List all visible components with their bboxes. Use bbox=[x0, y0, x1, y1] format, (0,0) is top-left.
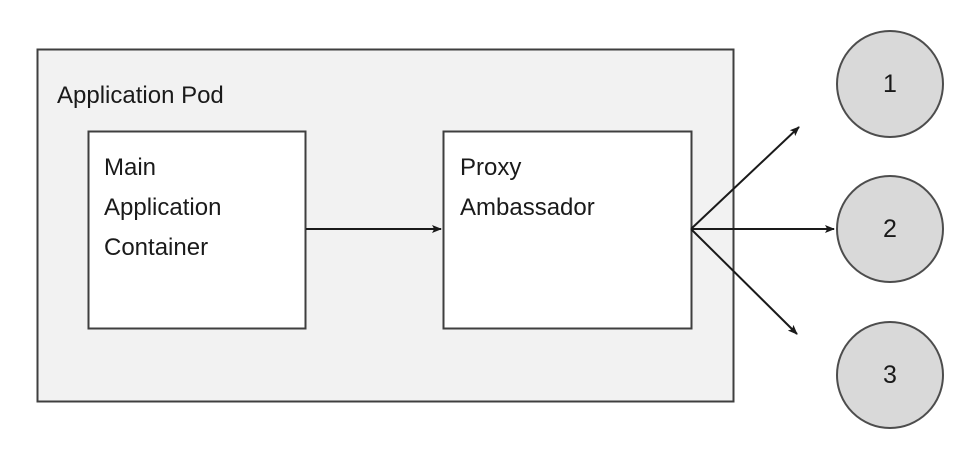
proxy-ambassador-container-box[interactable] bbox=[442, 130, 693, 330]
proxy-to-service-1-arrow bbox=[690, 126, 800, 230]
proxy-ambassador-container-label: Proxy Ambassador bbox=[460, 154, 595, 221]
service-1-circle[interactable] bbox=[836, 30, 944, 138]
service-3-label: 3 bbox=[883, 361, 897, 389]
application-pod-label: Application Pod bbox=[57, 82, 224, 109]
service-2-label: 2 bbox=[883, 215, 897, 243]
main-application-container-box[interactable] bbox=[87, 130, 307, 330]
service-1-label: 1 bbox=[883, 70, 897, 98]
proxy-to-service-3-arrow bbox=[690, 228, 798, 335]
service-2-circle[interactable] bbox=[836, 175, 944, 283]
service-3-circle[interactable] bbox=[836, 321, 944, 429]
main-application-container-label: Main Application Container bbox=[104, 154, 222, 261]
